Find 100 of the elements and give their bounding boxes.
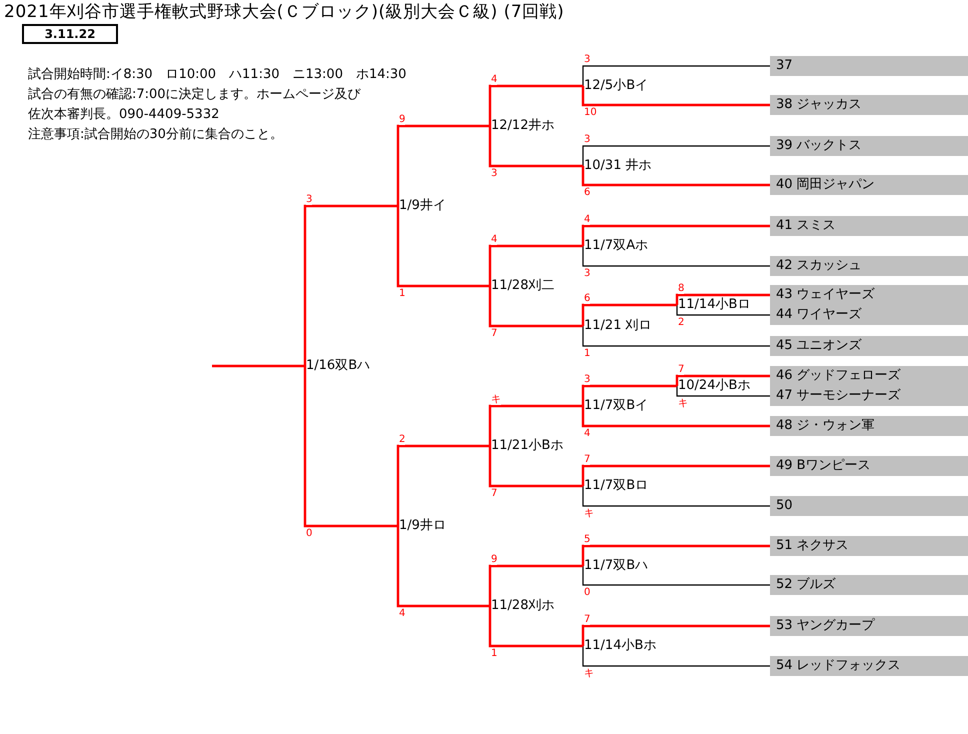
bracket-line — [396, 206, 490, 288]
match-label: 1/16双Bハ — [306, 358, 370, 374]
match-label: 12/12井ホ — [491, 118, 554, 134]
bracket-line — [212, 364, 305, 368]
bracket-line — [582, 566, 770, 586]
score-label: キ — [678, 398, 688, 409]
bracket-line — [676, 294, 770, 305]
score-label: 1 — [399, 288, 406, 299]
score-label: 10 — [584, 107, 597, 118]
score-label: 4 — [584, 428, 590, 439]
team-box: 43 ウェイヤーズ — [770, 285, 968, 305]
score-label: 1 — [584, 348, 590, 359]
note-text: 佐次本審判長。090-4409-5332 — [28, 107, 220, 123]
match-label: 11/21小Bホ — [491, 438, 564, 454]
score-label: 6 — [584, 293, 590, 304]
bracket-line — [488, 564, 583, 606]
team-box: 42 スカッシュ — [770, 256, 968, 276]
score-label: 3 — [584, 54, 590, 65]
team-box: 51 ネクサス — [770, 536, 968, 556]
team-box: 50 — [770, 496, 968, 516]
score-label: 4 — [491, 74, 498, 85]
team-box: 45 ユニオンズ — [770, 336, 968, 356]
team-box: 37 — [770, 56, 968, 76]
bracket-line — [304, 204, 398, 366]
bracket-line — [582, 646, 770, 667]
score-label: 8 — [678, 283, 684, 294]
match-label: 11/7双Bロ — [584, 478, 648, 494]
bracket-line — [582, 145, 770, 166]
match-label: 11/21 刈ロ — [584, 318, 652, 334]
team-box: 46 グッドフェローズ — [770, 366, 968, 386]
team-box: 38 ジャッカス — [770, 95, 968, 115]
match-label: 11/14小Bホ — [584, 638, 656, 654]
team-box: 52 ブルズ — [770, 575, 968, 595]
match-label: 11/28刈ホ — [491, 598, 554, 614]
bracket-line — [582, 304, 677, 326]
score-label: 6 — [584, 187, 590, 198]
bracket-line — [582, 624, 770, 646]
date-box: 3.11.22 — [22, 24, 118, 44]
score-label: キ — [584, 508, 594, 519]
bracket-line — [582, 544, 770, 566]
match-label: 1/9井ロ — [399, 518, 446, 534]
match-label: 11/28刈二 — [491, 278, 554, 294]
team-box: 39 バックトス — [770, 136, 968, 156]
bracket-line — [488, 446, 583, 488]
team-box: 49 Bワンピース — [770, 456, 968, 476]
bracket-line — [396, 444, 490, 526]
bracket-line — [304, 366, 398, 528]
score-label: 7 — [491, 488, 498, 499]
bracket-line — [676, 386, 770, 397]
score-label: 7 — [678, 364, 684, 375]
note-text: 試合の有無の確認:7:00に決定します。ホームページ及び — [28, 87, 361, 103]
score-label: 3 — [584, 134, 590, 145]
score-label: 3 — [306, 194, 312, 205]
score-label: 2 — [678, 317, 684, 328]
match-label: 12/5小Bイ — [584, 78, 648, 94]
bracket-line — [488, 126, 583, 168]
score-label: 5 — [584, 534, 590, 545]
match-label: 1/9井イ — [399, 198, 446, 214]
team-box: 44 ワイヤーズ — [770, 305, 968, 325]
bracket-line — [396, 526, 490, 608]
team-box: 54 レッドフォックス — [770, 656, 968, 676]
team-box: 53 ヤングカープ — [770, 616, 968, 636]
score-label: 7 — [584, 454, 590, 465]
bracket-line — [582, 86, 770, 106]
score-label: 2 — [399, 434, 406, 445]
bracket-line — [488, 606, 583, 648]
score-label: 0 — [306, 528, 312, 539]
team-box: 47 サーモシーナーズ — [770, 386, 968, 406]
score-label: 4 — [584, 214, 590, 225]
bracket-line — [582, 384, 677, 406]
score-label: 7 — [491, 328, 498, 339]
team-box: 41 スミス — [770, 216, 968, 236]
bracket-line — [582, 464, 770, 486]
match-label: 11/7双Bイ — [584, 398, 648, 414]
score-label: 3 — [584, 268, 590, 279]
bracket-line — [676, 305, 770, 316]
score-label: 7 — [584, 614, 590, 625]
bracket-line — [488, 84, 583, 126]
team-box: 48 ジ・ウォン軍 — [770, 416, 968, 436]
bracket-line — [488, 244, 583, 286]
bracket-line — [676, 374, 770, 386]
match-label: 10/31 井ホ — [584, 158, 652, 174]
score-label: 4 — [399, 608, 406, 619]
match-label: 11/7双Aホ — [584, 238, 648, 254]
score-label: 9 — [491, 554, 498, 565]
bracket-line — [582, 166, 770, 186]
bracket-line — [396, 124, 490, 206]
score-label: 3 — [491, 168, 498, 179]
title: 2021年刈谷市選手権軟式野球大会(Ｃブロック)(級別大会Ｃ級) (7回戦) — [4, 1, 564, 23]
score-label: 0 — [584, 587, 590, 598]
match-label: 10/24小Bホ — [678, 378, 750, 394]
bracket-line — [582, 65, 770, 86]
bracket-line — [582, 486, 770, 507]
match-label: 11/7双Bハ — [584, 558, 648, 574]
note-text: 注意事項:試合開始の30分前に集合のこと。 — [28, 127, 283, 143]
note-text: 試合開始時間:イ8:30 ロ10:00 ハ11:30 ニ13:00 ホ14:30 — [28, 67, 406, 83]
bracket-line — [582, 246, 770, 267]
bracket-line — [582, 224, 770, 246]
match-label: 11/14小Bロ — [678, 297, 750, 313]
team-box: 40 岡田ジャパン — [770, 175, 968, 195]
